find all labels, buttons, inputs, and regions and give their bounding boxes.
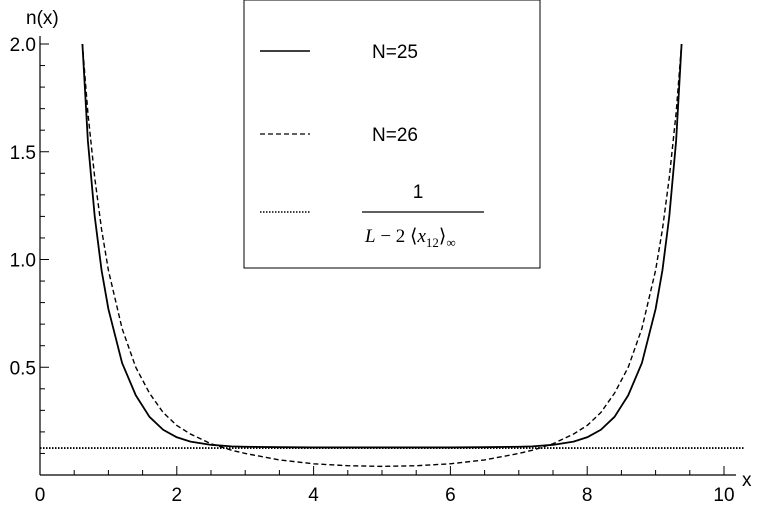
x-tick-label: 10 (713, 485, 734, 506)
legend-label-n25: N=25 (372, 42, 418, 63)
y-tick-label: 1.0 (10, 251, 36, 272)
legend-denominator-angle-open: ⟨ (410, 226, 417, 247)
legend-denominator-inf: ∞ (446, 235, 455, 250)
legend-denominator-L: L (364, 226, 376, 247)
legend-denominator-sub: 12 (426, 235, 439, 250)
x-axis-label: x (742, 470, 752, 491)
legend-denominator-angle-close: ⟩ (439, 226, 446, 247)
x-tick-label: 0 (35, 485, 46, 506)
legend-fraction-denominator: L − 2 ⟨x12⟩∞ (364, 226, 456, 250)
legend: N=25 N=26 1 L − 2 ⟨x12⟩∞ (243, 0, 541, 269)
y-tick-label: 2.0 (10, 35, 36, 56)
legend-denominator-var: x (416, 226, 426, 247)
x-tick-label: 4 (308, 485, 319, 506)
legend-denominator-op: − 2 (376, 226, 410, 247)
x-tick-label: 8 (582, 485, 593, 506)
series-line-dashed (81, 43, 683, 468)
legend-label-n26: N=26 (372, 125, 418, 146)
axes: 0 2 4 6 8 10 0.5 1.0 1.5 2.0 x n(x) (10, 8, 752, 506)
legend-fraction-numerator: 1 (413, 182, 424, 203)
x-tick-label: 2 (172, 485, 183, 506)
y-tick-label: 0.5 (10, 358, 36, 379)
series-layer (40, 43, 745, 468)
x-tick-label: 6 (445, 485, 456, 506)
y-axis-label: n(x) (26, 8, 59, 29)
y-tick-label: 1.5 (10, 143, 36, 164)
